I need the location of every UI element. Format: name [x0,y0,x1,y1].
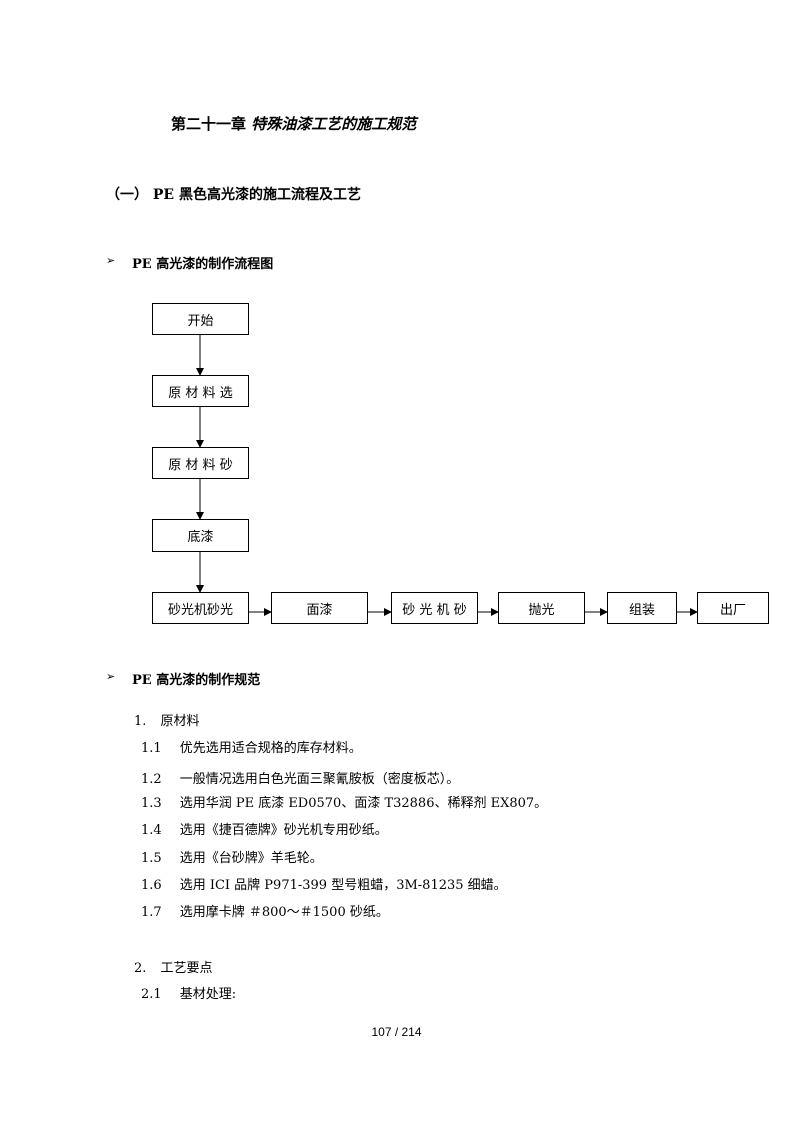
bullet-arrow-icon: ➢ [106,670,116,683]
materials-heading: 1. 原材料 [134,710,200,729]
chapter-title: 第二十一章 特殊油漆工艺的施工规范 [171,113,416,134]
flow-step-assemble: 组装 [607,592,677,624]
flow-step-primer: 底漆 [152,519,249,552]
flow-heading: ➢ PE 高光漆的制作流程图 [106,253,406,273]
flow-step-sander-sand: 砂光机砂光 [152,592,249,624]
flow-step-start: 开始 [152,303,249,335]
bullet-arrow-icon: ➢ [106,254,116,267]
spec-heading-text: PE 高光漆的制作规范 [132,673,261,688]
flow-arrows [196,334,698,616]
section-label: （一） [106,187,148,203]
spec-heading: ➢ PE 高光漆的制作规范 [106,669,406,689]
flow-step-material-select: 原 材 料 选 [152,375,249,407]
materials-number: 1. [134,714,147,729]
flow-step-ship: 出厂 [697,592,769,624]
chapter-title-text: 特殊油漆工艺的施工规范 [251,115,417,133]
process-title: 工艺要点 [160,961,213,976]
chapter-number: 第二十一章 [171,115,247,133]
flow-step-material-sand: 原 材 料 砂 [152,447,249,479]
process-heading: 2. 工艺要点 [134,957,213,976]
flow-step-sander: 砂 光 机 砂 [391,592,478,624]
section-title: PE 黑色高光漆的施工流程及工艺 [152,187,361,203]
flow-heading-text: PE 高光漆的制作流程图 [132,257,274,272]
flow-step-polish: 抛光 [498,592,585,624]
section-heading: （一） PE 黑色高光漆的施工流程及工艺 [106,184,361,204]
process-number: 2. [134,961,147,976]
materials-title: 原材料 [160,714,200,729]
flow-step-topcoat: 面漆 [271,592,368,624]
page-number: 107 / 214 [371,1025,422,1039]
